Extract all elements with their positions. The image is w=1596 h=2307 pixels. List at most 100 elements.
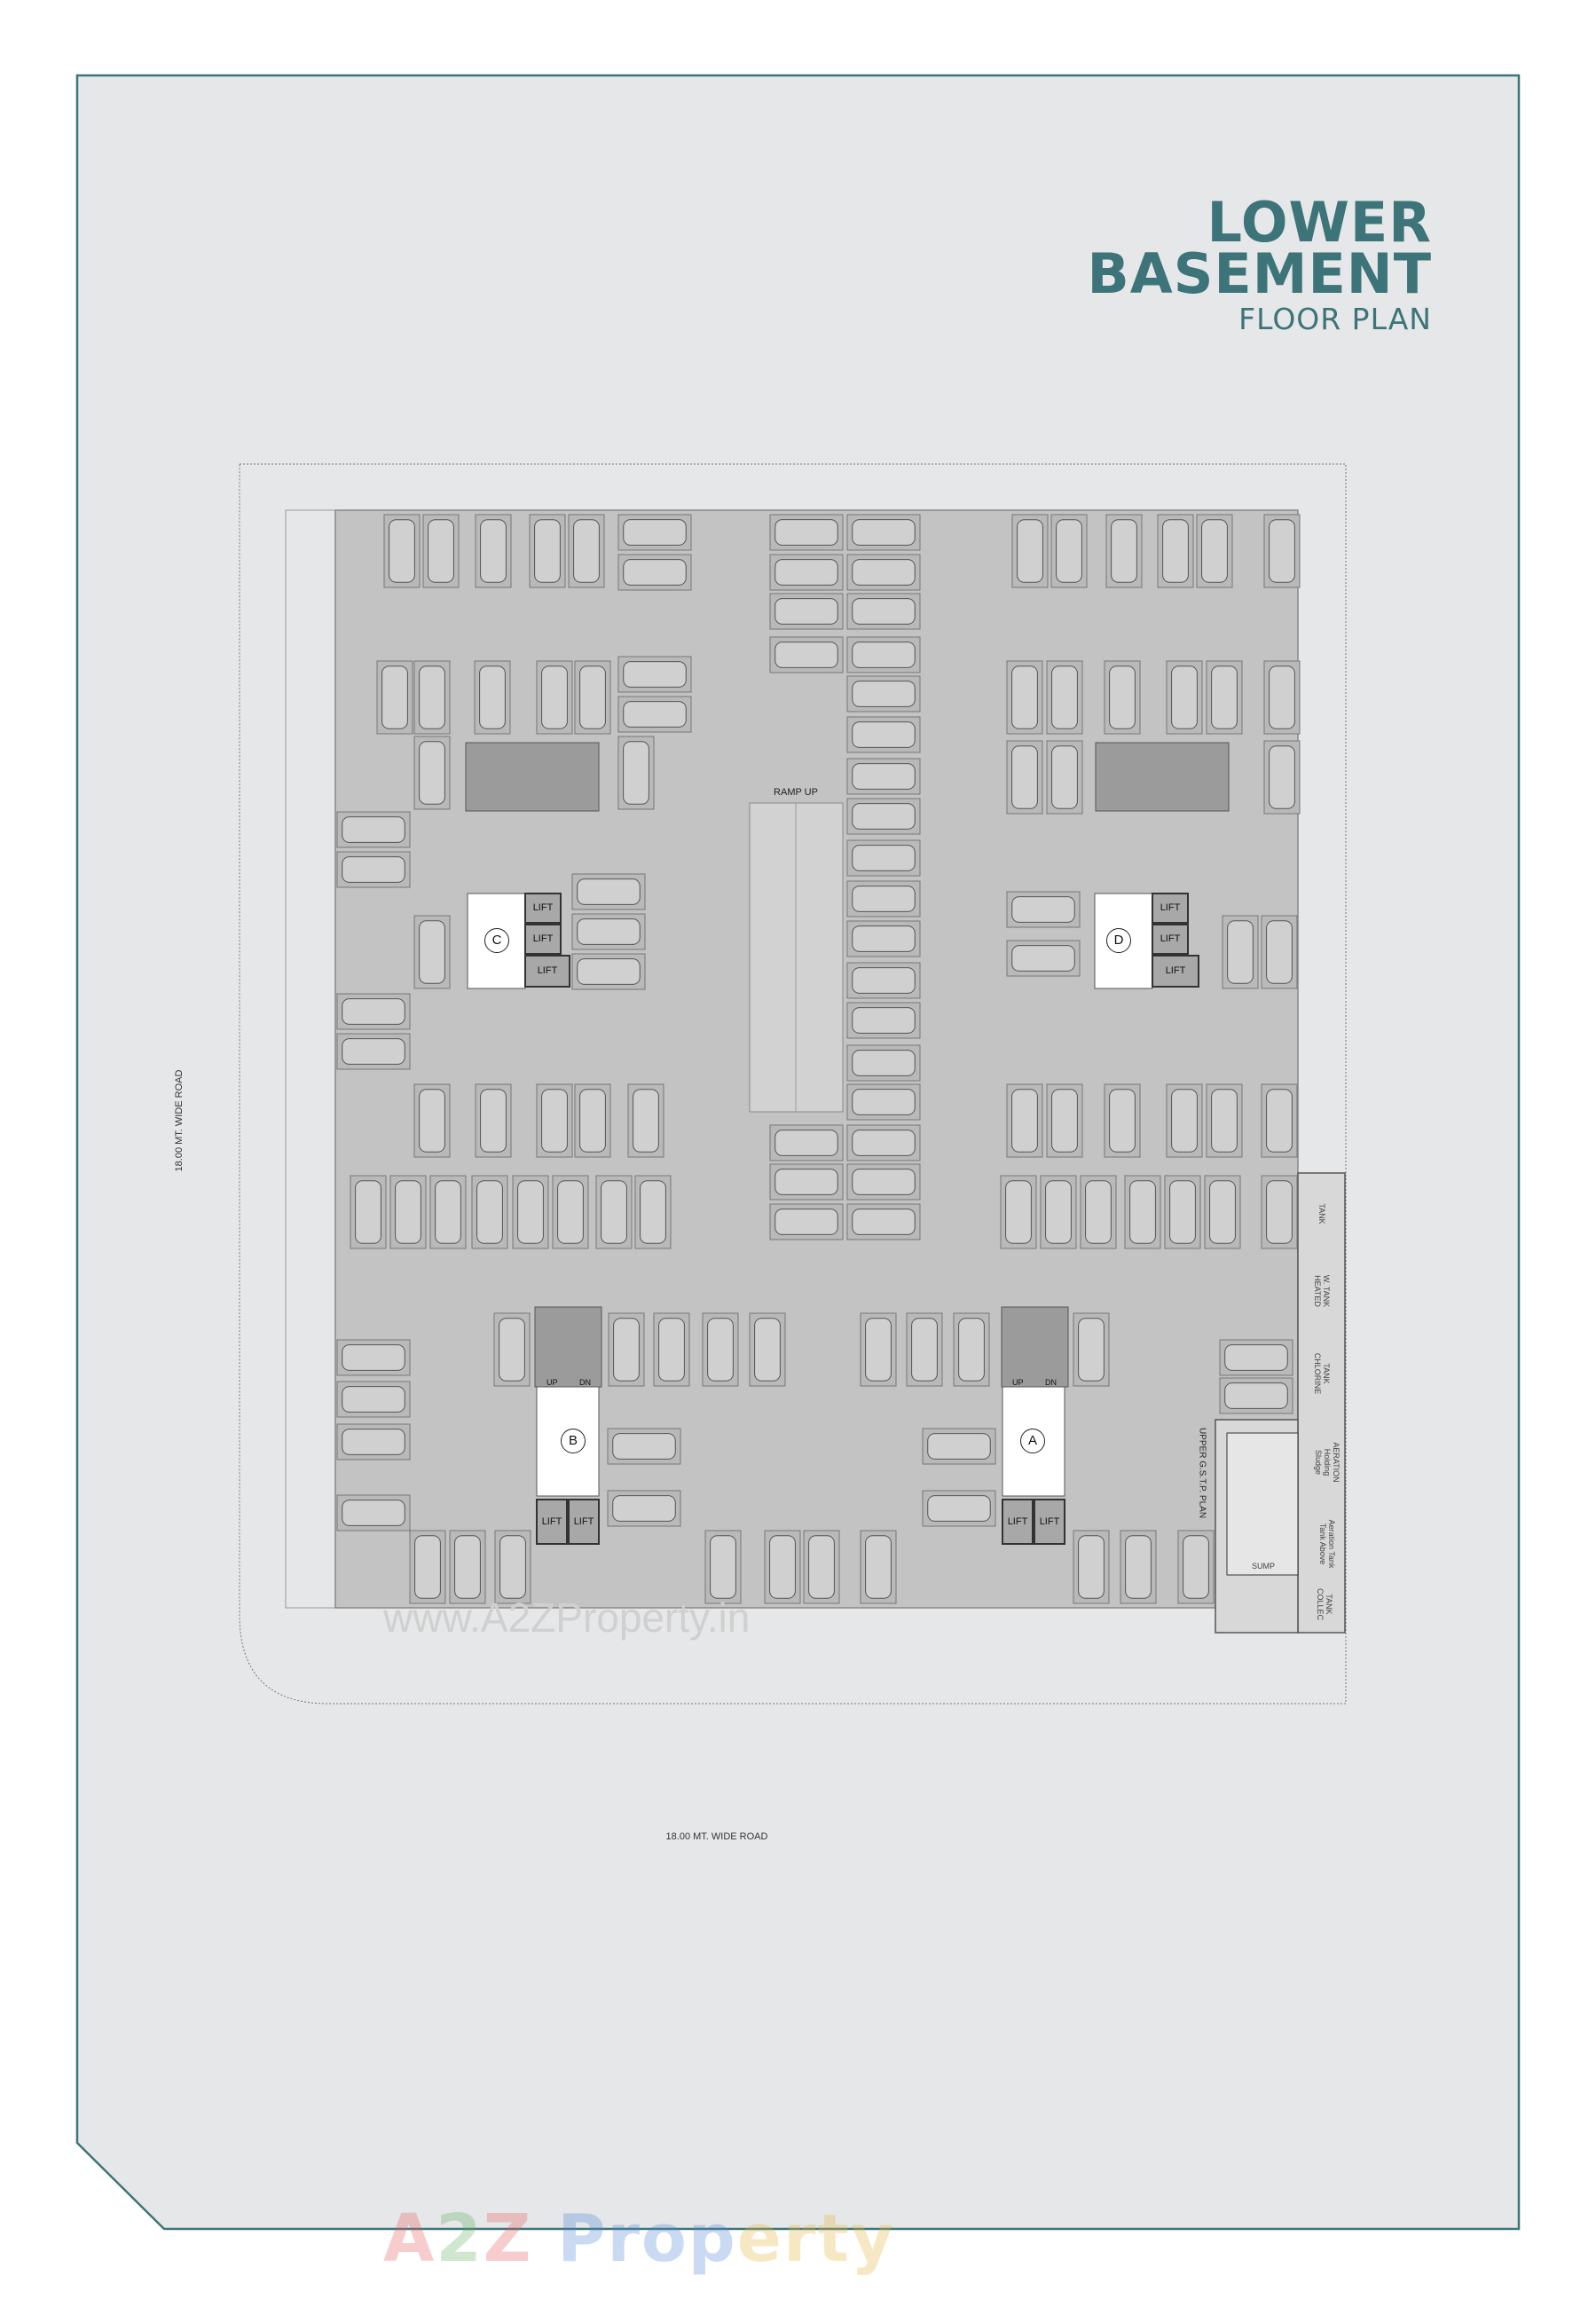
car-outline bbox=[1211, 665, 1238, 729]
car-outline bbox=[476, 1180, 503, 1244]
car-outline bbox=[419, 665, 445, 729]
car-outline bbox=[579, 1089, 606, 1153]
car-outline bbox=[808, 1535, 835, 1599]
car-outline bbox=[865, 1318, 892, 1382]
car-outline bbox=[541, 1089, 568, 1153]
car-outline bbox=[480, 1089, 507, 1153]
car-outline bbox=[774, 1130, 838, 1156]
car-outline bbox=[754, 1318, 781, 1382]
car-outline bbox=[852, 1089, 916, 1115]
car-outline bbox=[852, 1209, 916, 1235]
stair-b bbox=[534, 1306, 602, 1388]
car-outline bbox=[557, 1180, 584, 1244]
plan-title: LOWER BASEMENT FLOOR PLAN bbox=[1088, 190, 1432, 339]
car-outline bbox=[579, 665, 606, 729]
car-outline bbox=[1109, 665, 1136, 729]
title-line-lower: LOWER bbox=[1207, 190, 1432, 255]
car-outline bbox=[852, 681, 916, 707]
car-outline bbox=[852, 967, 916, 994]
stair-down-label: DN bbox=[1045, 1378, 1057, 1387]
car-outline bbox=[852, 886, 916, 912]
car-outline bbox=[419, 1089, 445, 1153]
watermark-url: www.A2ZProperty.in bbox=[383, 1594, 751, 1641]
title-line-floor-plan: FLOOR PLAN bbox=[1238, 302, 1432, 336]
car-outline bbox=[499, 1318, 525, 1382]
car-outline bbox=[769, 1535, 796, 1599]
car-outline bbox=[852, 598, 916, 625]
car-outline bbox=[1109, 1089, 1136, 1153]
car-outline bbox=[1201, 519, 1228, 583]
lift-label: LIFT bbox=[1007, 1516, 1028, 1527]
car-outline bbox=[958, 1318, 985, 1382]
car-outline bbox=[852, 1050, 916, 1076]
ramp-label: RAMP UP bbox=[774, 787, 818, 798]
utility-label: TANK bbox=[1317, 1203, 1326, 1224]
car-outline bbox=[381, 665, 408, 729]
car-outline bbox=[573, 519, 600, 583]
car-outline bbox=[479, 665, 506, 729]
car-outline bbox=[1051, 745, 1078, 809]
car-outline bbox=[640, 1180, 666, 1244]
lift-label: LIFT bbox=[573, 1516, 594, 1527]
car-outline bbox=[428, 519, 454, 583]
car-outline bbox=[541, 665, 568, 729]
car-outline bbox=[1129, 1180, 1156, 1244]
car-outline bbox=[623, 741, 649, 805]
car-outline bbox=[342, 1038, 405, 1065]
road-label-left: 18.00 MT. WIDE ROAD bbox=[174, 1069, 185, 1172]
car-outline bbox=[613, 1318, 640, 1382]
car-outline bbox=[1224, 1344, 1288, 1371]
car-outline bbox=[342, 856, 405, 883]
stair-d bbox=[1095, 742, 1230, 812]
car-outline bbox=[911, 1318, 938, 1382]
car-outline bbox=[1011, 945, 1075, 972]
car-outline bbox=[623, 519, 687, 546]
car-outline bbox=[1266, 1089, 1293, 1153]
car-outline bbox=[577, 878, 641, 905]
car-outline bbox=[577, 918, 641, 945]
core-c-label: C bbox=[484, 928, 509, 953]
car-outline bbox=[1171, 1089, 1198, 1153]
utility-block bbox=[1297, 1172, 1346, 1634]
car-outline bbox=[852, 559, 916, 586]
car-outline bbox=[414, 1535, 441, 1599]
car-outline bbox=[1211, 1089, 1238, 1153]
car-outline bbox=[612, 1495, 676, 1522]
stair-up-label: UP bbox=[1012, 1378, 1024, 1387]
car-outline bbox=[342, 1429, 405, 1455]
car-outline bbox=[852, 845, 916, 871]
car-outline bbox=[499, 1535, 526, 1599]
car-outline bbox=[355, 1180, 381, 1244]
car-outline bbox=[852, 642, 916, 668]
lift-label: LIFT bbox=[532, 902, 554, 913]
car-outline bbox=[623, 559, 687, 586]
car-outline bbox=[342, 816, 405, 843]
sump-label: SUMP bbox=[1251, 1562, 1276, 1571]
car-outline bbox=[774, 642, 838, 668]
gstp-label: UPPER G.S.T.P. PLAN bbox=[1197, 1427, 1207, 1519]
car-outline bbox=[852, 763, 916, 790]
stair-up-label: UP bbox=[546, 1378, 558, 1387]
car-outline bbox=[1085, 1180, 1112, 1244]
car-outline bbox=[774, 559, 838, 586]
car-outline bbox=[852, 1007, 916, 1034]
car-outline bbox=[852, 1169, 916, 1195]
car-outline bbox=[480, 519, 507, 583]
car-outline bbox=[1224, 1382, 1288, 1409]
lift-label: LIFT bbox=[537, 965, 558, 976]
car-outline bbox=[1269, 519, 1295, 583]
stair-c bbox=[465, 742, 600, 812]
car-outline bbox=[342, 1344, 405, 1371]
car-outline bbox=[707, 1318, 734, 1382]
car-outline bbox=[1005, 1180, 1032, 1244]
parking-bays bbox=[336, 514, 1301, 1604]
car-outline bbox=[852, 519, 916, 546]
car-outline bbox=[1269, 745, 1295, 809]
lift-label: LIFT bbox=[1160, 902, 1181, 913]
car-outline bbox=[774, 1169, 838, 1195]
